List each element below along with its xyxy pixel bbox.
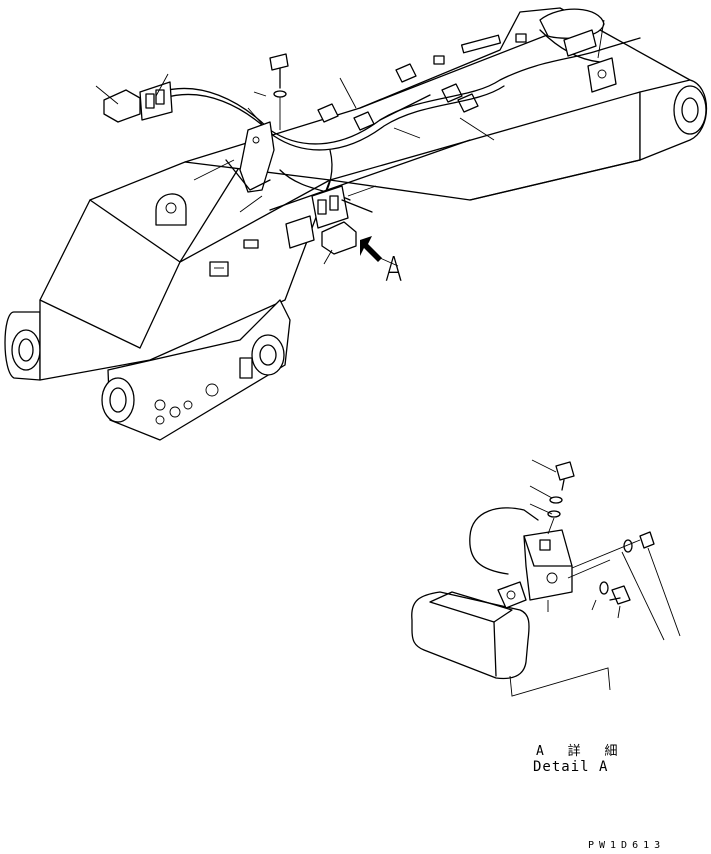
detail-leader-lines — [509, 459, 681, 697]
view-direction-arrow-icon — [360, 236, 399, 267]
boom-tip-boss — [539, 8, 708, 161]
left-lamp-unit — [103, 81, 173, 123]
detail-title-jp: A 詳 細 — [536, 744, 626, 759]
boom-side-plate — [101, 299, 291, 441]
view-a-callout: A — [385, 250, 403, 290]
boom-tail-boss — [4, 311, 41, 381]
leader-lines — [95, 19, 605, 265]
detail-top-bolt — [547, 461, 575, 535]
work-lamp-housing — [411, 591, 530, 680]
boom-assembly — [4, 7, 708, 441]
detail-a-assembly — [411, 459, 681, 697]
boom-bolt — [269, 53, 289, 130]
tip-lamp-bracket — [563, 29, 617, 93]
harness-clamps — [317, 63, 479, 131]
bracket-plate — [523, 529, 573, 601]
detail-side-hardware — [567, 531, 655, 605]
boom-brackets — [155, 33, 527, 277]
lamp-wire — [469, 507, 539, 575]
drawing-number: PW1D613 — [588, 840, 666, 851]
right-lamp-unit — [285, 185, 373, 255]
center-bracket — [225, 121, 275, 193]
detail-title-en: Detail A — [533, 759, 609, 775]
lamp-stay — [497, 581, 527, 609]
